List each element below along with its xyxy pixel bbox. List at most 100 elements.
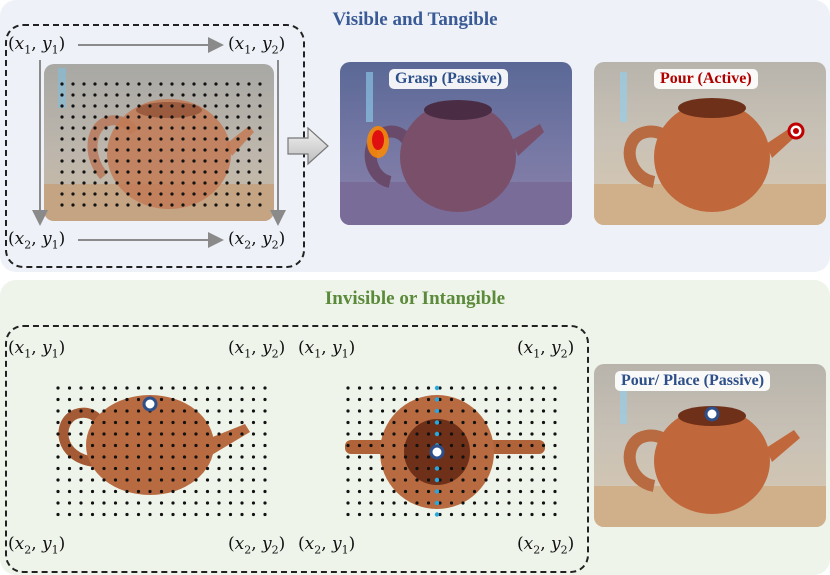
grid-dot bbox=[82, 115, 86, 119]
grid-dot bbox=[181, 126, 185, 130]
grid-dot bbox=[518, 386, 523, 390]
coord-x2-y1-top: (x2, y1) bbox=[8, 229, 66, 252]
grid-dot bbox=[263, 420, 267, 425]
grid-dot bbox=[258, 170, 262, 174]
grid-dot bbox=[426, 386, 431, 390]
grid-dot bbox=[369, 478, 373, 482]
grid-dot bbox=[182, 409, 187, 413]
grid-dot bbox=[346, 409, 350, 413]
grid-dot bbox=[263, 478, 267, 482]
grid-dot bbox=[137, 93, 141, 97]
grid-dot bbox=[205, 386, 210, 390]
grid-dot bbox=[426, 455, 431, 459]
grid-dot bbox=[104, 137, 108, 141]
grid-dot bbox=[126, 203, 130, 207]
grid-dot bbox=[203, 82, 207, 86]
grid-dot bbox=[263, 386, 267, 390]
grid-dot bbox=[495, 512, 500, 517]
grid-dot bbox=[182, 455, 187, 459]
grid-dot bbox=[217, 455, 221, 459]
grid-dot bbox=[194, 512, 198, 517]
grid-dot bbox=[171, 466, 175, 471]
grid-dot bbox=[67, 455, 72, 459]
grid-dot bbox=[182, 489, 187, 494]
grid-dot bbox=[137, 203, 141, 207]
grid-dot bbox=[125, 489, 129, 494]
grid-dot bbox=[67, 501, 72, 505]
grid-dot bbox=[71, 181, 75, 185]
grid-dot bbox=[90, 455, 95, 459]
grid-dot bbox=[56, 397, 60, 402]
grid-dot bbox=[159, 455, 164, 459]
grid-dot bbox=[104, 203, 108, 207]
grid-dot bbox=[171, 420, 175, 425]
grid-dot bbox=[115, 93, 119, 97]
grid-dot bbox=[530, 466, 534, 471]
grid-dot bbox=[369, 420, 373, 425]
grid-dot bbox=[507, 409, 511, 413]
grid-dot bbox=[438, 432, 442, 436]
grid-dot bbox=[214, 137, 218, 141]
grid-dot bbox=[126, 115, 130, 119]
grid-dot bbox=[181, 137, 185, 141]
grid-dot bbox=[507, 501, 511, 505]
grid-dot bbox=[159, 420, 164, 425]
grid-dot bbox=[228, 489, 233, 494]
teapot-image bbox=[44, 68, 274, 221]
grid-dot bbox=[90, 386, 95, 390]
grid-dot bbox=[518, 501, 523, 505]
grid-dot bbox=[225, 93, 229, 97]
grid-dot bbox=[194, 478, 198, 482]
grid-dot bbox=[541, 501, 546, 505]
grid-dot bbox=[415, 409, 419, 413]
grid-dot bbox=[461, 489, 465, 494]
grid-dot bbox=[56, 489, 60, 494]
grid-dot bbox=[171, 501, 175, 505]
grid-dot bbox=[449, 501, 454, 505]
teapot-image bbox=[594, 72, 826, 225]
grid-dot bbox=[392, 386, 396, 390]
grid-dot bbox=[225, 192, 229, 196]
grid-dot bbox=[113, 443, 118, 448]
grid-dot bbox=[113, 455, 118, 459]
grid-dot bbox=[148, 443, 152, 448]
grid-dot bbox=[71, 148, 75, 152]
grid-dot bbox=[79, 397, 83, 402]
grid-dot bbox=[67, 489, 72, 494]
grid-dot bbox=[357, 489, 362, 494]
grid-dot bbox=[171, 489, 175, 494]
grid-dot bbox=[203, 93, 207, 97]
grid-dot bbox=[203, 159, 207, 163]
grid-dot bbox=[217, 432, 221, 436]
grid-dot bbox=[236, 181, 240, 185]
grid-dot bbox=[228, 501, 233, 505]
grid-dot bbox=[225, 148, 229, 152]
grid-dot bbox=[170, 192, 174, 196]
grid-dot bbox=[136, 443, 141, 448]
grid-dot bbox=[125, 466, 129, 471]
grid-dot bbox=[380, 478, 385, 482]
grid-dot bbox=[553, 455, 557, 459]
grid-dot bbox=[192, 126, 196, 130]
grid-dot bbox=[159, 137, 163, 141]
teapot-image bbox=[340, 72, 572, 225]
grid-dot bbox=[79, 478, 83, 482]
grid-dot bbox=[530, 432, 534, 436]
grid-dot bbox=[136, 409, 141, 413]
grid-dot bbox=[194, 455, 198, 459]
grid-dot bbox=[263, 397, 267, 402]
grid-dot bbox=[507, 489, 511, 494]
grid-dot bbox=[247, 203, 251, 207]
grid-dot bbox=[182, 501, 187, 505]
grid-dot bbox=[449, 386, 454, 390]
grid-dot bbox=[136, 478, 141, 482]
grid-dot bbox=[240, 443, 244, 448]
grid-dot bbox=[472, 501, 477, 505]
grid-dot bbox=[403, 432, 408, 436]
grid-dot bbox=[518, 455, 523, 459]
grid-dot bbox=[203, 203, 207, 207]
grid-dot bbox=[148, 82, 152, 86]
grid-dot bbox=[258, 181, 262, 185]
grid-dot bbox=[247, 82, 251, 86]
grid-dot bbox=[240, 420, 244, 425]
